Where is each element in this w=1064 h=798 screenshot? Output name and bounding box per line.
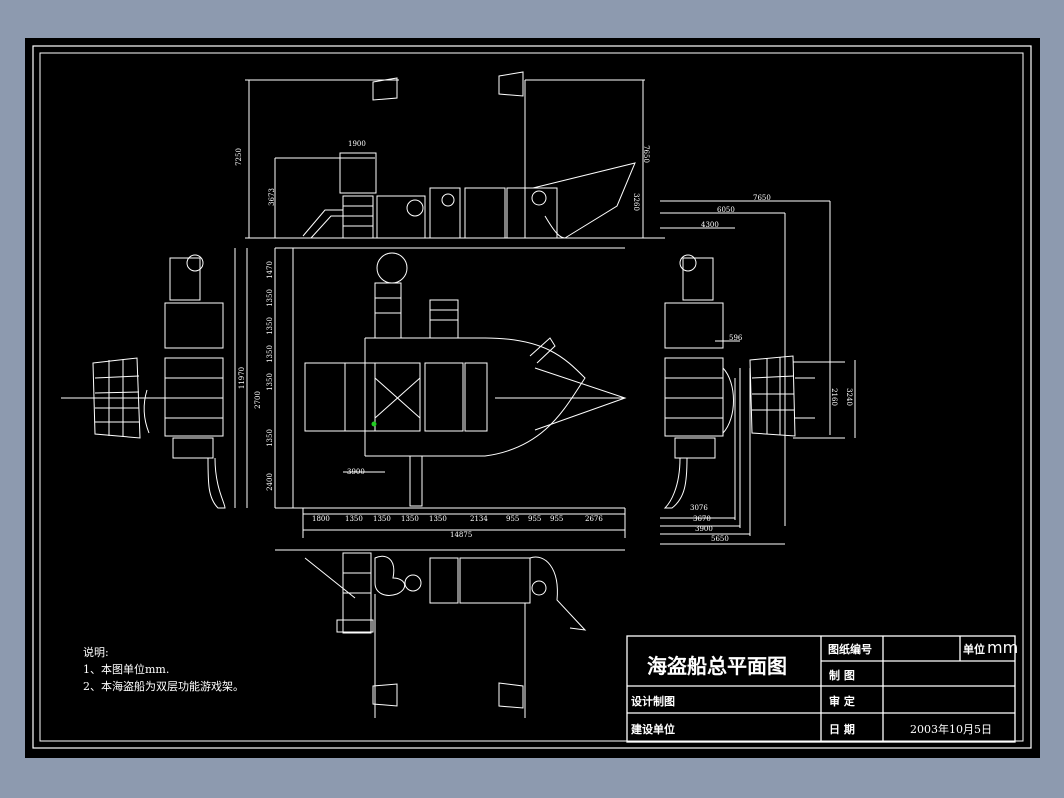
review-label: 审 定: [829, 695, 855, 708]
dim-label: 2160: [829, 388, 838, 406]
dim-label: 2400: [265, 473, 274, 491]
notes-heading: 说明:: [83, 646, 109, 659]
right-side-view: [660, 200, 856, 545]
inner-border: [39, 52, 1024, 742]
dim-label: 1350: [429, 515, 447, 523]
dim-label: 955: [528, 515, 542, 523]
top-elevation-view: [245, 71, 665, 239]
dim-label: 14875: [450, 531, 473, 539]
dim-label: 1350: [265, 429, 274, 447]
dim-label: 1800: [312, 515, 330, 523]
drafting-label: 制 图: [829, 669, 855, 682]
dim-label: 1900: [348, 140, 366, 148]
dim-label: 3260: [631, 193, 640, 211]
dim-label: 3900: [347, 468, 365, 476]
left-side-view: [61, 248, 236, 509]
drawing-sheet: 1900 7250 3673 7650 3260 1470 1350 1350 …: [25, 38, 1040, 758]
dim-label: 4300: [701, 221, 719, 229]
dim-label: 6050: [717, 206, 735, 214]
plan-bottom-dims: [302, 508, 626, 538]
dim-label: 3240: [844, 388, 853, 406]
dim-label: 3076: [690, 504, 708, 512]
date-value: 2003年10月5日: [910, 723, 992, 736]
dim-label: 1350: [265, 345, 274, 363]
dim-label: 955: [550, 515, 564, 523]
dim-label: 2700: [253, 391, 262, 409]
dim-label: 1350: [373, 515, 391, 523]
dim-label: 7250: [234, 148, 243, 166]
date-label: 日 期: [829, 723, 855, 736]
drawing-no-label: 图纸编号: [828, 643, 872, 656]
dim-label: 1350: [265, 317, 274, 335]
cad-drawing: [32, 45, 1032, 749]
dim-label: 3900: [695, 525, 713, 533]
client-label: 建设单位: [631, 723, 675, 736]
dim-label: 11970: [238, 366, 247, 390]
outer-border: [32, 45, 1032, 749]
dim-label: 2676: [585, 515, 603, 523]
dim-label: 1350: [265, 373, 274, 391]
notes-line-1: 1、本图单位mm.: [83, 663, 170, 676]
plan-view: [246, 247, 627, 509]
dim-label: 596: [729, 334, 743, 342]
notes-line-2: 2、本海盗船为双层功能游戏架。: [83, 680, 244, 693]
dim-label: 7650: [753, 194, 771, 202]
dim-label: 7650: [641, 145, 650, 163]
drawing-title: 海盗船总平面图: [647, 654, 787, 678]
dim-label: 1350: [345, 515, 363, 523]
bottom-elevation-view: [275, 549, 625, 718]
design-label: 设计制图: [631, 695, 675, 708]
dim-label: 1350: [401, 515, 419, 523]
dim-label: 1470: [265, 261, 274, 279]
title-block-lines: [626, 635, 1016, 743]
dim-label: 3670: [693, 515, 711, 523]
unit-label: 单位: [963, 643, 985, 656]
unit-value: mm: [987, 638, 1019, 657]
dim-label: 955: [506, 515, 520, 523]
dim-label: 5650: [711, 535, 729, 543]
dim-label: 3673: [267, 188, 276, 206]
dim-label: 1350: [265, 289, 274, 307]
dim-label: 2134: [470, 515, 488, 523]
